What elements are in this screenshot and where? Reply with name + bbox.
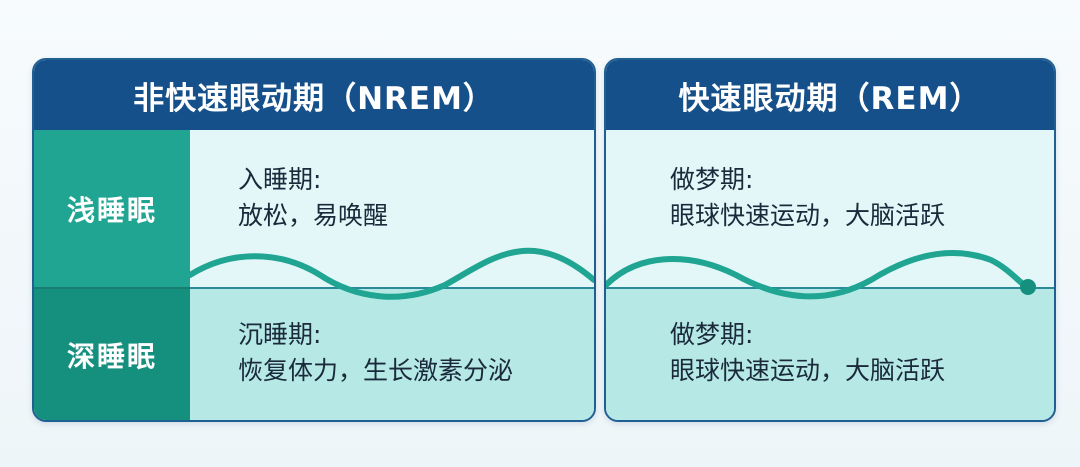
rem-bottom-stage-desc: 眼球快速运动，大脑活跃 [670,356,946,385]
nrem-title: 非快速眼动期（NREM） [34,60,594,130]
rem-bottom-text: 做梦期: 眼球快速运动，大脑活跃 [670,317,945,389]
light-sleep-label: 浅睡眠 [34,130,190,289]
rem-bottom-cell: 做梦期: 眼球快速运动，大脑活跃 [606,289,1054,420]
rem-top-stage-desc: 眼球快速运动，大脑活跃 [670,201,946,230]
deep-stage-name: 沉睡期: [238,320,322,349]
rem-panel: 快速眼动期（REM） 做梦期: 眼球快速运动，大脑活跃 做梦期: 眼球快速运动，… [604,58,1056,422]
deep-stage-desc: 恢复体力，生长激素分泌 [238,356,514,385]
light-stage-desc: 放松，易唤醒 [238,201,389,230]
rem-title: 快速眼动期（REM） [606,60,1054,130]
light-stage-text: 入睡期: 放松，易唤醒 [238,162,388,234]
deep-stage-cell: 沉睡期: 恢复体力，生长激素分泌 [190,289,594,420]
deep-stage-text: 沉睡期: 恢复体力，生长激素分泌 [238,317,513,389]
deep-sleep-label: 深睡眠 [34,289,190,420]
rem-bottom-stage-name: 做梦期: [670,320,754,349]
rem-top-cell: 做梦期: 眼球快速运动，大脑活跃 [606,130,1054,289]
light-stage-cell: 入睡期: 放松，易唤醒 [190,130,594,289]
rem-top-stage-name: 做梦期: [670,165,754,194]
light-stage-name: 入睡期: [238,165,322,194]
nrem-panel: 非快速眼动期（NREM） 浅睡眠 深睡眠 入睡期: 放松，易唤醒 沉睡期: 恢复… [32,58,596,422]
rem-top-text: 做梦期: 眼球快速运动，大脑活跃 [670,162,945,234]
